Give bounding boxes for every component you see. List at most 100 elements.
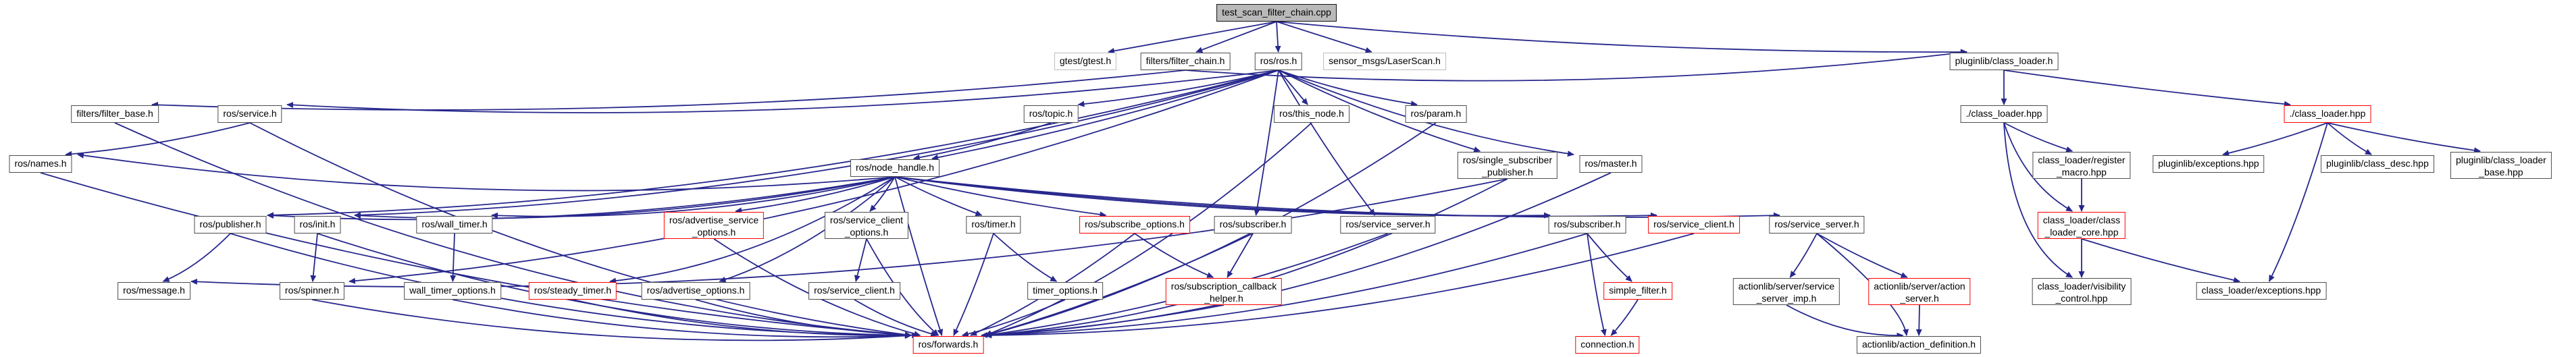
node-service_client_red[interactable]: ros/service_client.h [1648, 216, 1740, 234]
edge-subscriber2-to-simple_filter [1587, 233, 1632, 282]
node-filter_base[interactable]: filters/filter_base.h [71, 105, 159, 123]
node-this_node[interactable]: ros/this_node.h [1274, 105, 1349, 123]
node-master[interactable]: ros/master.h [1579, 155, 1643, 173]
node-connection[interactable]: connection.h [1575, 336, 1640, 354]
node-service_server1[interactable]: ros/service_server.h [1340, 216, 1436, 234]
edge-service_client6-to-forwards [854, 299, 938, 337]
node-publisher[interactable]: ros/publisher.h [194, 216, 267, 234]
node-action_server[interactable]: actionlib/server/action _server.h [1868, 278, 1971, 305]
node-visibility[interactable]: class_loader/visibility _control.hpp [2032, 278, 2132, 305]
edge-adv_opts-to-forwards [695, 299, 919, 339]
node-gtest[interactable]: gtest/gtest.h [1054, 53, 1117, 70]
edge-node_handle-to-adv_opts [719, 176, 896, 283]
edge-names-to-forwards [40, 172, 912, 338]
edge-timer-to-timer_opts [993, 233, 1058, 282]
edge-topic-to-node_handle [912, 122, 1052, 161]
edge-cl_core-to-cl_exceptions [2081, 238, 2241, 283]
edge-node_handle-to-timer [894, 176, 983, 217]
node-service_server2[interactable]: ros/service_server.h [1769, 216, 1865, 234]
node-timer_opts[interactable]: timer_options.h [1027, 282, 1103, 300]
node-cl_base[interactable]: pluginlib/class_loader _base.hpp [2450, 152, 2552, 179]
edge-pluginlib_cl-to-clhpp_red [2003, 70, 2291, 107]
node-simple_filter[interactable]: simple_filter.h [1603, 282, 1672, 300]
edge-srv_server_imp-to-action_def [1786, 304, 1904, 339]
edge-node_handle-to-steady_timer [609, 176, 896, 284]
edge-ros-to-this_node [1278, 70, 1308, 105]
edge-clhpp_red-to-class_desc [2327, 122, 2372, 155]
edge-this_node-to-forwards [985, 122, 1312, 336]
node-subscriber2[interactable]: ros/subscriber.h [1548, 216, 1626, 234]
node-pluginlib_cl[interactable]: pluginlib/class_loader.h [1949, 53, 2059, 70]
node-laserscan[interactable]: sensor_msgs/LaserScan.h [1323, 53, 1446, 70]
node-spinner[interactable]: ros/spinner.h [279, 282, 345, 300]
node-register_macro[interactable]: class_loader/register _macro.hpp [2032, 152, 2131, 179]
node-class_desc[interactable]: pluginlib/class_desc.hpp [2321, 155, 2434, 173]
node-names[interactable]: ros/names.h [9, 155, 72, 173]
edge-ros-to-subscriber1 [1254, 70, 1279, 216]
edge-sub_opts-to-sub_cb_helper [1134, 233, 1214, 278]
node-steady_timer[interactable]: ros/steady_timer.h [528, 282, 617, 300]
node-adv_srv_opts[interactable]: ros/advertise_service _options.h [663, 212, 765, 239]
node-service_client6[interactable]: ros/service_client.h [808, 282, 900, 300]
node-wall_timer[interactable]: ros/wall_timer.h [416, 216, 493, 234]
node-timer[interactable]: ros/timer.h [966, 216, 1021, 234]
edge-steady_timer-to-forwards [572, 299, 912, 339]
edge-init-to-spinner [310, 233, 318, 282]
edge-ros-to-topic [1077, 70, 1279, 107]
node-srv_server_imp[interactable]: actionlib/server/service _server_imp.h [1732, 278, 1840, 305]
edge-clhpp_black-to-cl_core [2003, 122, 2073, 212]
edge-filter_chain-to-pluginlib_cl [1185, 49, 1967, 82]
node-clhpp_red[interactable]: ./class_loader.hpp [2284, 105, 2371, 123]
edge-root-to-ros [1274, 21, 1281, 53]
edge-ros-to-service [286, 70, 1279, 113]
edge-service_server2-to-srv_server_imp [1789, 233, 1818, 278]
edge-sub_cb_helper-to-forwards [980, 304, 1225, 338]
edge-root-to-filter_chain [1195, 21, 1277, 53]
node-topic[interactable]: ros/topic.h [1023, 105, 1079, 123]
node-param[interactable]: ros/param.h [1405, 105, 1467, 123]
edge-srv_cli_opts-to-forwards [866, 238, 939, 336]
node-node_handle[interactable]: ros/node_handle.h [850, 159, 939, 177]
edge-node_handle-to-publisher [267, 176, 896, 221]
edge-clhpp_red-to-plg_exceptions [2222, 122, 2328, 157]
edge-node_handle-to-service_server2 [894, 176, 1780, 219]
edge-wall_timer-to-wall_timer_opts [450, 233, 457, 282]
edge-subscriber1-to-forwards [984, 233, 1254, 337]
node-srv_cli_opts[interactable]: ros/service_client _options.h [824, 212, 909, 239]
node-clhpp_black[interactable]: ./class_loader.hpp [1960, 105, 2048, 123]
edge-node_handle-to-forwards [894, 176, 944, 336]
edge-node_handle-to-names [77, 152, 896, 192]
node-forwards[interactable]: ros/forwards.h [912, 336, 984, 354]
edge-publisher-to-message [162, 233, 231, 282]
node-cl_exceptions[interactable]: class_loader/exceptions.hpp [2196, 282, 2327, 300]
edge-service-to-names [65, 122, 251, 157]
edge-timer-to-forwards [953, 233, 994, 336]
edge-single_sub-to-message [190, 178, 1508, 287]
node-service[interactable]: ros/service.h [217, 105, 282, 123]
node-wall_timer_opts[interactable]: wall_timer_options.h [404, 282, 501, 300]
node-cl_core[interactable]: class_loader/class _loader_core.hpp [2037, 212, 2126, 239]
node-adv_opts[interactable]: ros/advertise_options.h [641, 282, 750, 300]
node-sub_opts[interactable]: ros/subscribe_options.h [1079, 216, 1190, 234]
edge-node_handle-to-srv_cli_opts [869, 176, 896, 212]
edge-action_server-to-action_def [1915, 304, 1922, 336]
node-single_sub[interactable]: ros/single_subscriber _publisher.h [1457, 152, 1558, 179]
node-plg_exceptions[interactable]: pluginlib/exceptions.hpp [2153, 155, 2265, 173]
edge-ros-to-publisher [267, 70, 1279, 219]
edge-ros-to-init [354, 70, 1279, 219]
edge-timer_opts-to-forwards [961, 299, 1066, 337]
edge-node_handle-to-sub_opts [894, 176, 1107, 218]
node-filter_chain[interactable]: filters/filter_chain.h [1140, 53, 1231, 70]
edge-node_handle-to-wall_timer [491, 176, 896, 219]
edge-spinner-to-forwards [311, 299, 912, 341]
edge-service_server2-to-action_server [1816, 233, 1908, 278]
node-init[interactable]: ros/init.h [294, 216, 341, 234]
node-subscriber1[interactable]: ros/subscriber.h [1214, 216, 1292, 234]
node-ros[interactable]: ros/ros.h [1254, 53, 1303, 70]
node-message[interactable]: ros/message.h [118, 282, 190, 300]
edge-ros-to-service_server1 [1278, 70, 1376, 216]
node-action_def[interactable]: actionlib/action_definition.h [1856, 336, 1982, 354]
node-root[interactable]: test_scan_filter_chain.cpp [1216, 4, 1337, 22]
node-sub_cb_helper[interactable]: ros/subscription_callback _helper.h [1165, 278, 1283, 305]
